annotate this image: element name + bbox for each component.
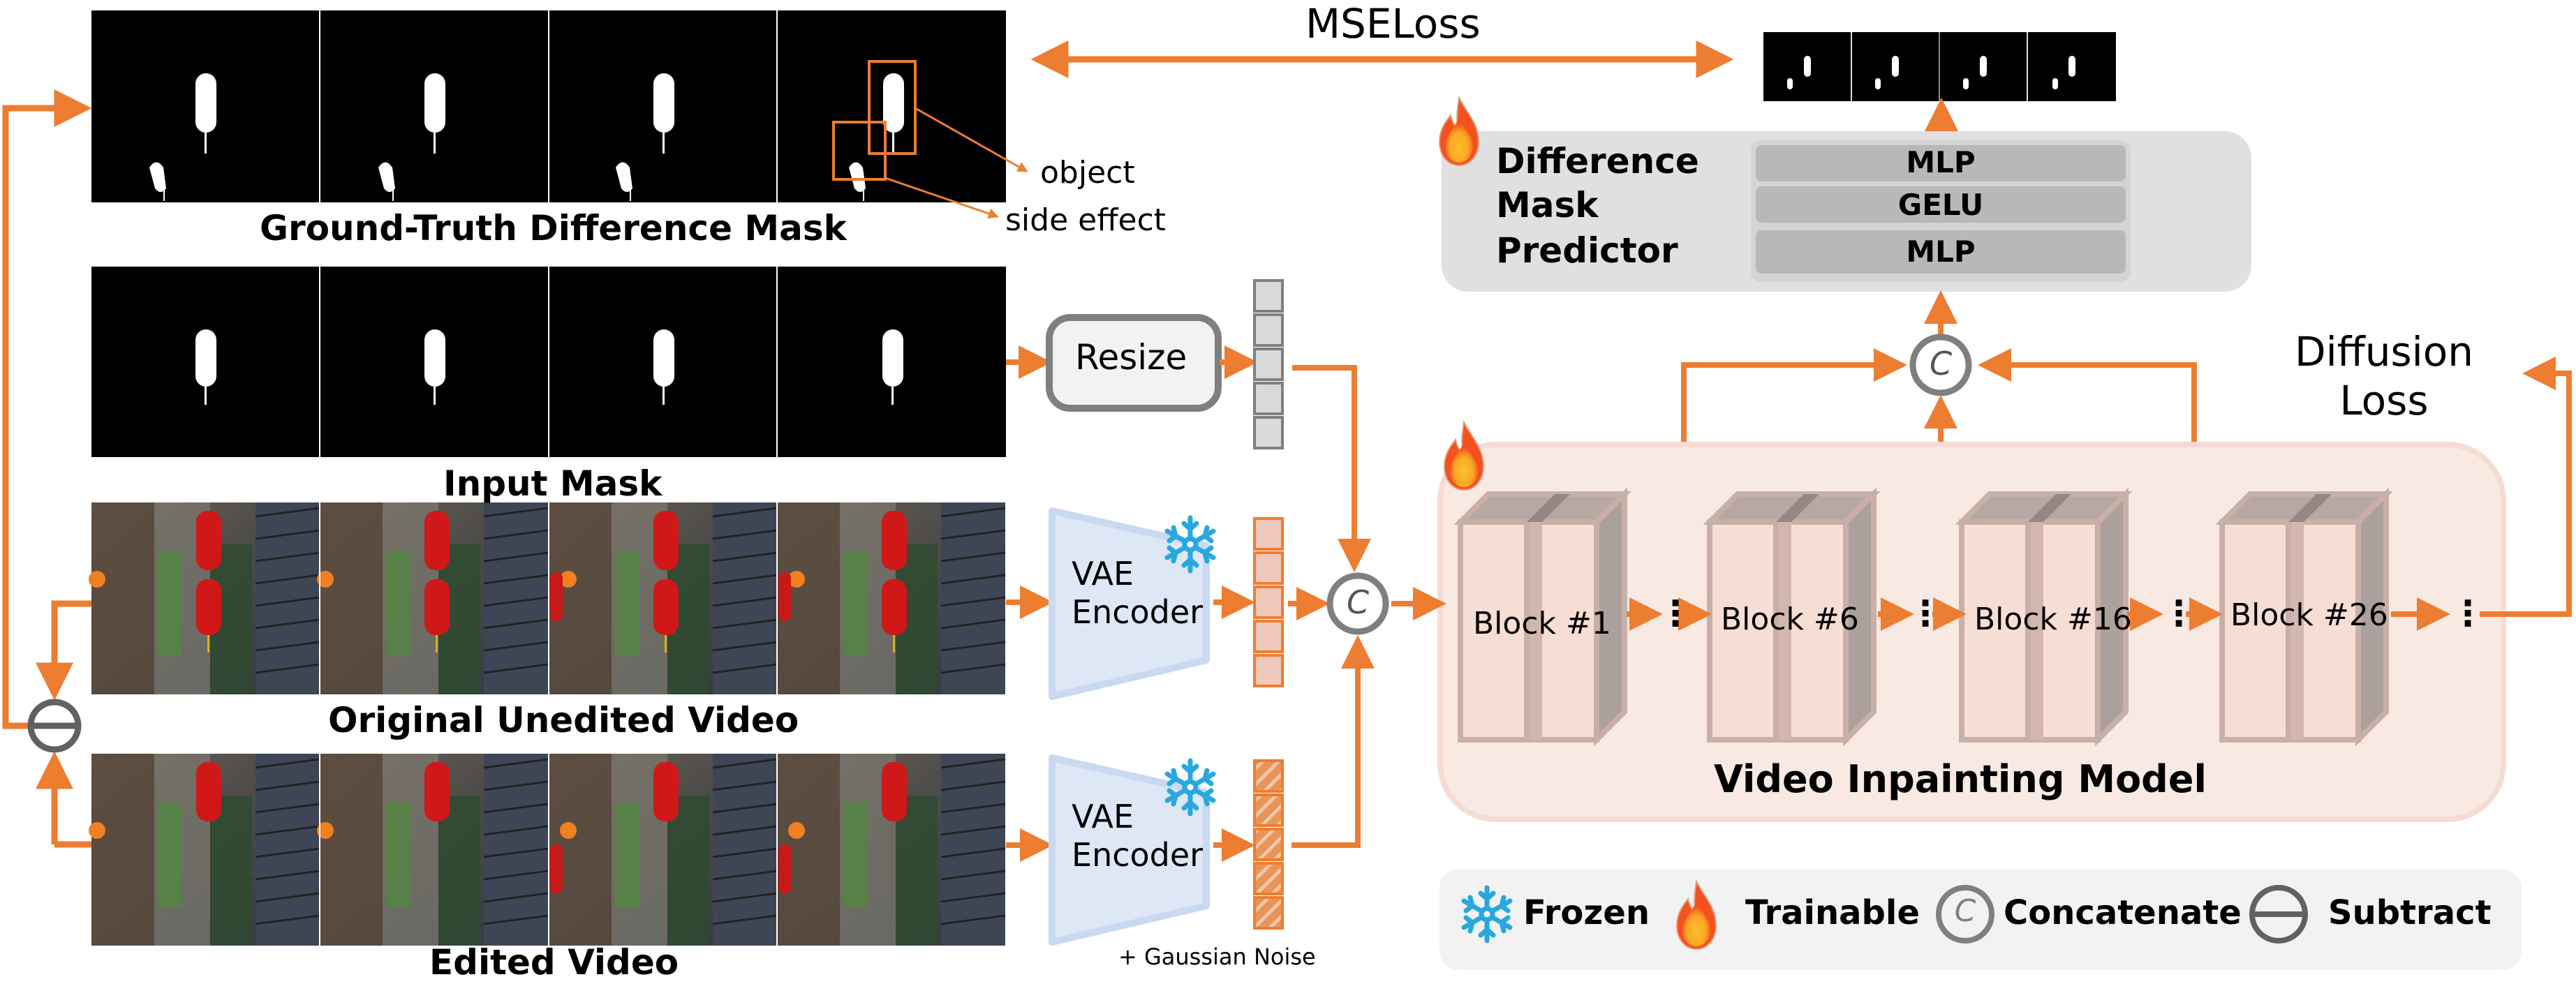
latent-token bbox=[1253, 382, 1284, 415]
gt-mask-shapes bbox=[149, 73, 904, 201]
legend bbox=[1439, 869, 2522, 970]
video-frame bbox=[89, 502, 320, 694]
latent-token bbox=[1253, 759, 1284, 793]
block-26 bbox=[2215, 487, 2393, 747]
video-frame bbox=[549, 502, 778, 694]
block-16 bbox=[1955, 487, 2133, 747]
latent-token bbox=[1253, 313, 1284, 347]
original-video-strip bbox=[89, 502, 1006, 694]
mask-tokens bbox=[1253, 279, 1284, 449]
concat-icon-main bbox=[1326, 572, 1389, 635]
latent-token bbox=[1253, 828, 1284, 861]
latent-token bbox=[1253, 279, 1284, 313]
model-flame-icon bbox=[1444, 422, 1484, 491]
difference-mask-predictor bbox=[1442, 131, 2251, 292]
input-mask-title: Input Mask bbox=[443, 463, 662, 504]
predictor-layer-3-label: MLP bbox=[1906, 234, 1976, 269]
predictor-title-line3: Predictor bbox=[1496, 230, 1678, 271]
latent-token bbox=[1253, 793, 1284, 827]
block-26-label: Block #26 bbox=[2230, 597, 2388, 633]
latent-token bbox=[1253, 586, 1284, 619]
legend-frozen-label: Frozen bbox=[1523, 893, 1650, 932]
noisy-latent-tokens bbox=[1253, 759, 1284, 930]
vae-top-label-line1: VAE bbox=[1072, 555, 1134, 592]
edited-video-strip bbox=[89, 754, 1006, 946]
latent-token bbox=[1253, 896, 1284, 930]
legend-concat-symbol: C bbox=[1954, 893, 1976, 929]
gaussian-noise-label: + Gaussian Noise bbox=[1118, 944, 1316, 970]
gt-mask-title: Ground-Truth Difference Mask bbox=[260, 208, 847, 248]
predictor-layer-1-label: MLP bbox=[1906, 145, 1976, 179]
transformer-blocks bbox=[1453, 487, 2393, 747]
block-6 bbox=[1703, 487, 1881, 747]
object-highlight-box bbox=[868, 60, 917, 155]
vae-encoder-bottom bbox=[1049, 754, 1210, 946]
block-1 bbox=[1453, 487, 1631, 747]
subtract-icon bbox=[27, 699, 82, 753]
latent-token bbox=[1253, 517, 1284, 551]
latent-token bbox=[1253, 348, 1284, 381]
video-frame bbox=[777, 502, 1006, 694]
input-mask-strip bbox=[91, 267, 1006, 457]
video-frame bbox=[317, 754, 549, 946]
legend-concat-icon bbox=[1936, 885, 1994, 944]
video-frame bbox=[549, 754, 778, 946]
ellipsis-1: ⋮ bbox=[1658, 593, 1693, 634]
concat-icon-top bbox=[1909, 334, 1972, 396]
latent-token bbox=[1253, 654, 1284, 687]
diffusion-loss-label-line1: Diffusion bbox=[2294, 328, 2474, 375]
predicted-mask-strip bbox=[1763, 32, 2116, 101]
video-latent-tokens bbox=[1253, 517, 1284, 687]
diffusion-loss-label-line2: Loss bbox=[2339, 377, 2429, 424]
vae-top-label-line2: Encoder bbox=[1072, 593, 1204, 631]
block-flow-arrows bbox=[1391, 357, 2572, 631]
predictor-title-line2: Mask bbox=[1496, 185, 1599, 225]
block-1-label: Block #1 bbox=[1473, 606, 1611, 641]
block-6-label: Block #6 bbox=[1721, 602, 1859, 637]
ellipsis-3: ⋮ bbox=[2161, 593, 2196, 634]
resize-box bbox=[1046, 314, 1222, 412]
vae-bottom-label-line1: VAE bbox=[1072, 798, 1134, 835]
video-frame bbox=[317, 502, 549, 694]
video-frame bbox=[89, 754, 320, 946]
side-effect-highlight-box bbox=[832, 121, 887, 181]
gt-difference-mask-strip bbox=[91, 10, 1028, 219]
vae-bottom-label-line2: Encoder bbox=[1072, 836, 1204, 874]
predictor-title-line1: Difference bbox=[1496, 141, 1699, 181]
legend-concatenate-label: Concatenate bbox=[2004, 893, 2242, 932]
latent-token bbox=[1253, 862, 1284, 895]
predictor-flame-icon bbox=[1439, 97, 1479, 166]
predictor-layer-gelu bbox=[1756, 186, 2126, 223]
video-frame bbox=[777, 754, 1006, 946]
original-video-title: Original Unedited Video bbox=[328, 700, 799, 740]
ellipsis-4: ⋮ bbox=[2450, 593, 2485, 634]
inpainting-model-title: Video Inpainting Model bbox=[1714, 757, 2207, 801]
object-annotation: object bbox=[1040, 155, 1135, 191]
predictor-layer-2-label: GELU bbox=[1897, 188, 1984, 222]
mse-loss-label: MSELoss bbox=[1305, 0, 1481, 47]
latent-token bbox=[1253, 620, 1284, 653]
block-16-label: Block #16 bbox=[1974, 602, 2132, 637]
ellipsis-2: ⋮ bbox=[1908, 593, 1943, 634]
predictor-layer-mlp-2 bbox=[1756, 230, 2126, 274]
concat-top-symbol: C bbox=[1929, 345, 1953, 382]
latent-token bbox=[1253, 551, 1284, 585]
latent-token bbox=[1253, 416, 1284, 449]
subtract-loop bbox=[2, 89, 92, 848]
legend-trainable-label: Trainable bbox=[1745, 893, 1920, 932]
concat-main-symbol: C bbox=[1346, 583, 1370, 621]
legend-subtract-icon bbox=[2249, 885, 2308, 944]
edited-video-title: Edited Video bbox=[429, 942, 679, 983]
resize-label: Resize bbox=[1075, 337, 1187, 378]
legend-subtract-label: Subtract bbox=[2328, 893, 2492, 932]
predictor-layer-mlp-1 bbox=[1756, 145, 2126, 181]
side-effect-annotation: side effect bbox=[1005, 202, 1167, 238]
